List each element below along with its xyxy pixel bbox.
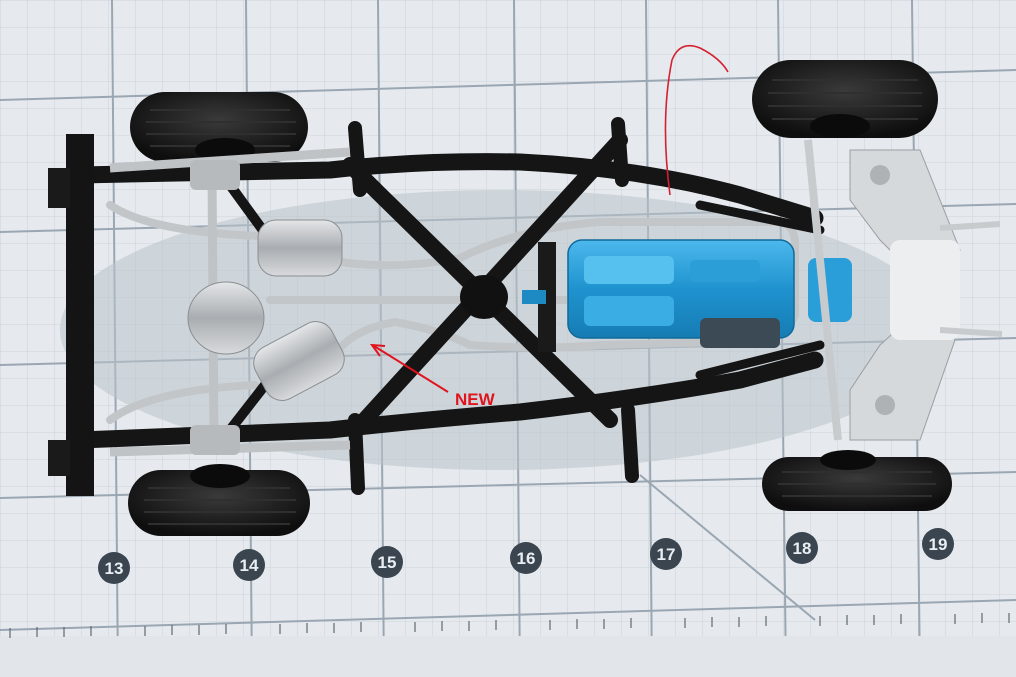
svg-text:13: 13 (105, 559, 124, 578)
exhaust-pipes (106, 201, 799, 424)
svg-text:14: 14 (240, 556, 259, 575)
ruler-number-14: 14 (233, 549, 265, 581)
svg-text:17: 17 (657, 545, 676, 564)
tire-rear-bottom (128, 464, 310, 536)
tire-front-bottom (762, 450, 952, 511)
svg-text:16: 16 (517, 549, 536, 568)
muffler-top (257, 219, 343, 277)
svg-text:18: 18 (793, 539, 812, 558)
mat-edge (0, 636, 1016, 677)
engine (522, 239, 852, 348)
tire-front-top (752, 60, 938, 138)
ruler-number-17: 17 (650, 538, 682, 570)
rear-axle (109, 147, 351, 457)
front-suspension (804, 139, 1003, 441)
ruler-number-16: 16 (510, 542, 542, 574)
annotation-label: NEW (455, 390, 496, 409)
svg-text:15: 15 (378, 553, 397, 572)
new-annotation: NEW (369, 343, 496, 409)
tire-rear-top (130, 92, 308, 162)
svg-text:19: 19 (929, 535, 948, 554)
ruler-number-15: 15 (371, 546, 403, 578)
muffler-bottom (253, 321, 345, 401)
red-wire (664, 44, 729, 196)
ruler-number-18: 18 (786, 532, 818, 564)
ruler-number-13: 13 (98, 552, 130, 584)
annotation-arrow (373, 345, 449, 393)
center-hub (460, 275, 508, 319)
ruler-ticks (9, 613, 1010, 638)
ruler-number-19: 19 (922, 528, 954, 560)
ruler-numbers: 13 14 15 16 17 18 19 (98, 528, 954, 584)
rear-crossmember (66, 134, 94, 496)
